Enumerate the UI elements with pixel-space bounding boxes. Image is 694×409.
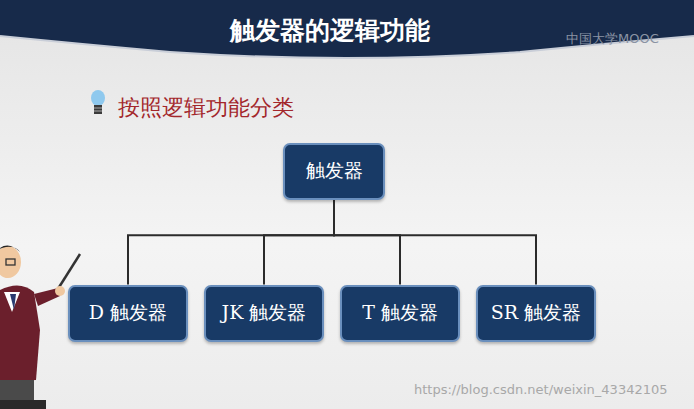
tree-connector [128, 200, 334, 285]
tree-connector [264, 200, 334, 285]
category-box: SR 触发器 [476, 285, 596, 342]
tree-connector [334, 200, 400, 285]
category-box: T 触发器 [340, 285, 460, 342]
box-label: JK 触发器 [222, 300, 307, 326]
box-label: D 触发器 [89, 300, 167, 326]
box-label: 触发器 [306, 158, 363, 184]
section-heading: 按照逻辑功能分类 [118, 93, 294, 123]
page-title: 触发器的逻辑功能 [0, 14, 660, 47]
box-label: T 触发器 [362, 300, 438, 326]
root-box: 触发器 [283, 143, 385, 200]
title-banner [0, 0, 694, 58]
category-box: D 触发器 [68, 285, 188, 342]
logo-text: 中国大学MOOC [566, 30, 659, 48]
lightbulb-icon [91, 90, 105, 114]
box-label: SR 触发器 [491, 300, 581, 326]
watermark: https://blog.csdn.net/weixin_43342105 [414, 382, 668, 397]
tree-connector [334, 200, 536, 285]
category-box: JK 触发器 [204, 285, 324, 342]
